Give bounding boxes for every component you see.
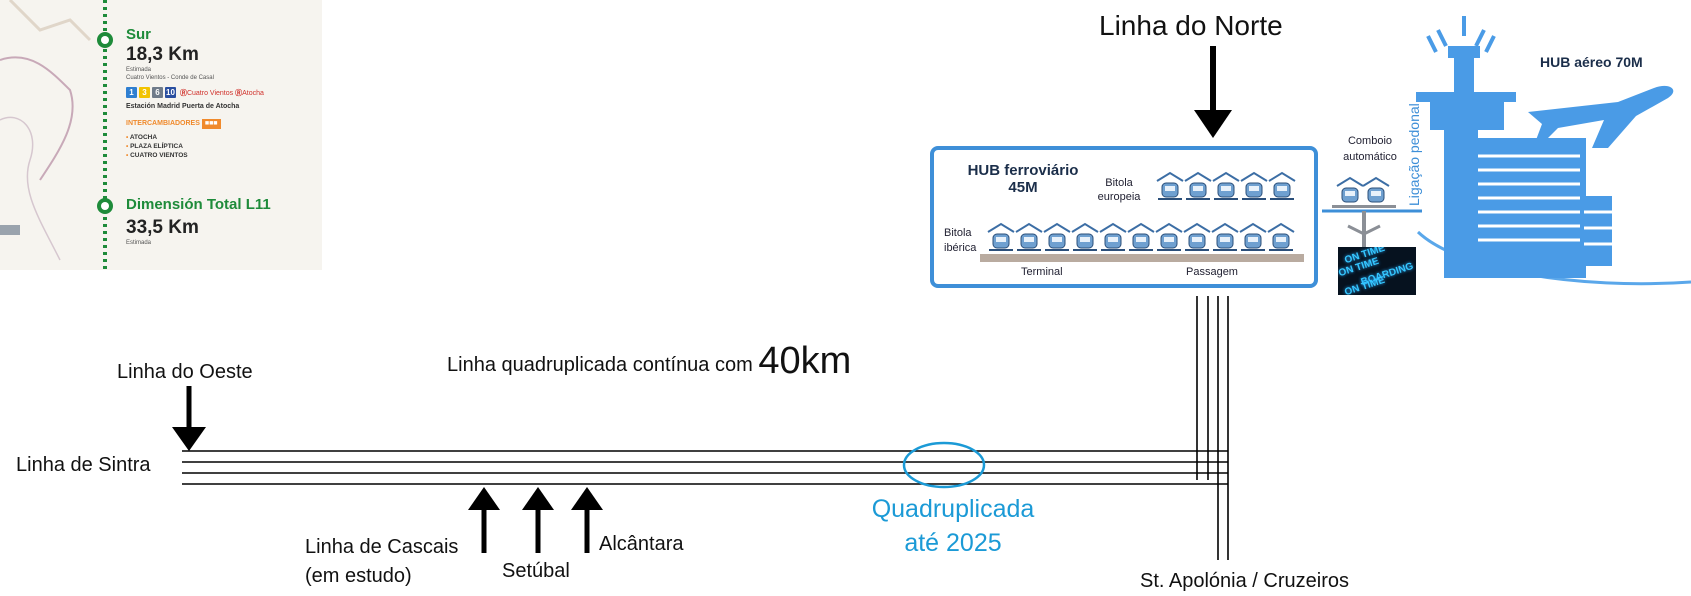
map-station-name: Estación Madrid Puerta de Atocha (126, 103, 240, 110)
airplane-icon (1528, 85, 1674, 148)
setubal-label: Setúbal (502, 560, 570, 582)
st-apolonia-label: St. Apolónia / Cruzeiros (1140, 570, 1349, 592)
linha-cascais-name: Linha de Cascais (305, 536, 459, 558)
air-hub-label: HUB aéreo 70M (1540, 54, 1643, 70)
interchange-item-label: CUATRO VIENTOS (130, 152, 188, 159)
bitola-europeia-label: Bitola europeia (1086, 176, 1152, 204)
interchange-item: • PLAZA ELÍPTICA (126, 143, 183, 150)
map-total-estimate: Estimada (126, 240, 152, 246)
rail-hub-box: HUB ferroviário 45M Bitola europeia Bito… (930, 146, 1318, 288)
bitola-europeia-line-2: europeia (1097, 191, 1141, 203)
rail-hub-title: HUB ferroviário 45M (958, 162, 1088, 196)
map-interchange-list: • ATOCHA • PLAZA ELÍPTICA • CUATRO VIENT… (126, 133, 188, 160)
bitola-iberica-label: Bitola ibérica (944, 226, 976, 256)
quad-headline: Linha quadruplicada contínua com 40km (447, 340, 851, 383)
bitola-iberica-line-2: ibérica (944, 242, 977, 254)
map-sur-estimate: Estimada (126, 67, 152, 73)
automatic-train-icon (1332, 176, 1396, 208)
linha-norte-label: Linha do Norte (1099, 10, 1283, 41)
quad-caption-line-1: Quadruplicada (871, 495, 1035, 523)
linha-cascais-label: Linha de Cascais (em estudo) (305, 533, 458, 591)
setubal-arrow (522, 487, 554, 553)
alcantara-arrow (571, 487, 603, 553)
european-gauge-trains (1156, 172, 1296, 201)
line-badge: 1 (126, 87, 137, 98)
cercanias-icon: Ⓡ (235, 90, 243, 97)
cascais-arrow (468, 487, 500, 553)
train-platforms (980, 172, 1304, 262)
map-total-name: Dimensión Total L11 (126, 196, 271, 213)
line-badge: 6 (152, 87, 163, 98)
comboio-line-2: automático (1343, 151, 1397, 163)
terminal-label: Terminal (1021, 266, 1063, 278)
interchange-icons: ■■■ (201, 119, 221, 129)
linha-oeste-arrow (172, 386, 206, 451)
map-background (0, 0, 113, 270)
antenna-signal-icon (1426, 16, 1496, 53)
quad-caption-line-2: até 2025 (904, 529, 1002, 557)
comboio-line-1: Comboio (1347, 135, 1393, 147)
interchange-item-label: ATOCHA (129, 134, 158, 141)
bitola-europeia-line-1: Bitola (1105, 177, 1133, 189)
map-sur-route: Cuatro Vientos - Conde de Casal (126, 75, 214, 81)
linha-cascais-note: (em estudo) (305, 565, 412, 587)
map-total-length: 33,5 Km (126, 217, 199, 238)
metro-map-excerpt: Sur 18,3 Km Estimada Cuatro Vientos - Co… (0, 0, 322, 270)
ligacao-pedonal-label: Ligação pedonal (1406, 103, 1422, 206)
alcantara-label: Alcântara (599, 533, 684, 555)
map-sur-length: 18,3 Km (126, 44, 199, 65)
quad-headline-km: 40km (758, 340, 852, 382)
passagem-label: Passagem (1186, 266, 1238, 278)
interchange-item: • CUATRO VIENTOS (126, 152, 188, 159)
quad-headline-text: Linha quadruplicada contínua com (447, 354, 753, 376)
bitola-iberica-line-1: Bitola (944, 227, 972, 239)
rail-hub-title-line-2: 45M (1008, 179, 1038, 196)
linha-oeste-label: Linha do Oeste (117, 361, 253, 383)
line-badge: 3 (139, 87, 150, 98)
quad-2025-caption: Quadruplicada até 2025 (858, 492, 1048, 560)
iberian-gauge-trains (987, 223, 1295, 252)
interchange-item: • ATOCHA (126, 134, 158, 141)
airport-tower-icon (1416, 46, 1586, 278)
cercanias-label: Cuatro Vientos (186, 90, 234, 97)
rail-hub-title-line-1: HUB ferroviário (967, 162, 1079, 179)
linha-norte-arrow (1194, 46, 1232, 138)
interchange-item-label: PLAZA ELÍPTICA (130, 143, 183, 150)
map-sur-name: Sur (126, 26, 152, 43)
cercanias-label: Atocha (242, 90, 264, 97)
comboio-label: Comboio automático (1330, 133, 1410, 165)
map-interchange-title: INTERCAMBIADORES ■■■ (126, 119, 221, 129)
linha-sintra-label: Linha de Sintra (16, 454, 151, 476)
departure-board-image: ON TIME ON TIME BOARDING ON TIME (1338, 247, 1416, 295)
quad-track-lines (182, 450, 1228, 485)
hub-connector-lines (1196, 296, 1229, 560)
line-badge: 10 (165, 87, 176, 98)
quad-highlight-ellipse (902, 441, 986, 489)
interchange-title-text: INTERCAMBIADORES (126, 120, 200, 127)
cercanias-icon: Ⓡ (179, 90, 187, 97)
platform-ground (980, 254, 1304, 262)
air-hub-illustration (1322, 16, 1691, 286)
building-stripes (1478, 154, 1580, 242)
